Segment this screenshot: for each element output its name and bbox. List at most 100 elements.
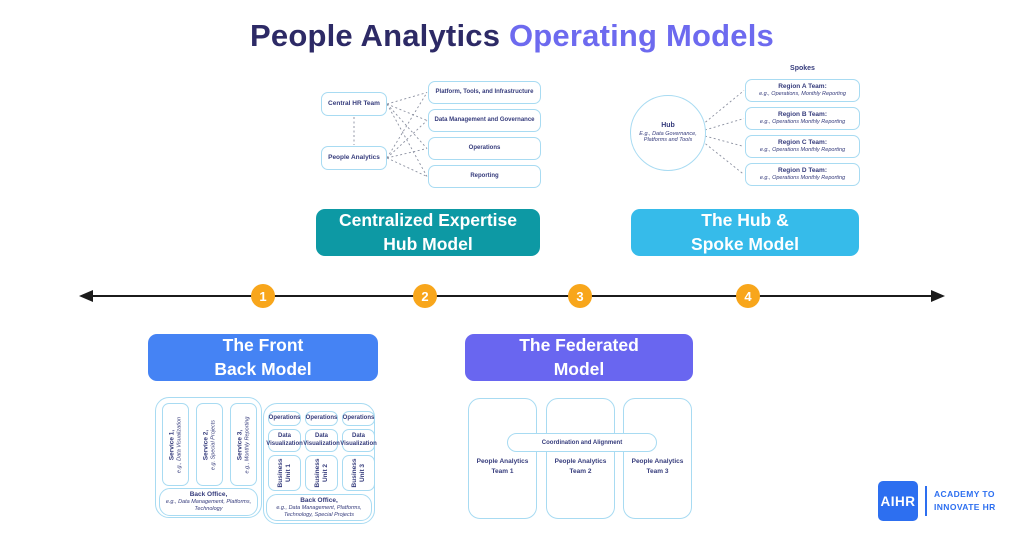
- coordination-alignment-pill: Coordination and Alignment: [507, 433, 657, 452]
- centralized-connector-lines: [353, 92, 428, 177]
- timeline-marker-1: 1: [251, 284, 275, 308]
- people-analytics-box: People Analytics: [321, 146, 387, 170]
- operations-box: Operations: [428, 137, 541, 160]
- hub-spoke-title-line1: The Hub &: [701, 210, 789, 231]
- timeline-axis: [91, 295, 933, 297]
- title-part-1: People Analytics: [250, 18, 509, 53]
- federated-title-line2: Model: [553, 358, 605, 379]
- operations-label: Operations: [468, 144, 501, 151]
- hub-spoke-connector-lines: [701, 90, 745, 175]
- reporting-box: Reporting: [428, 165, 541, 188]
- service-2-title: Service 2,: [202, 429, 209, 460]
- data-visualization-box-2: Data Visualization: [303, 429, 340, 452]
- service-1-box: Service 1, e.g., Data Visualization: [162, 403, 189, 486]
- front-back-title-line1: The Front: [222, 335, 304, 356]
- business-unit-2-label: Business Unit 2: [313, 458, 329, 488]
- operations-2-label: Operations: [305, 414, 338, 421]
- back-office-right-box: Back Office, e.g., Data Management, Plat…: [266, 494, 372, 521]
- business-unit-3-label: Business Unit 3: [350, 458, 366, 488]
- aihr-logo-mark: AIHR: [878, 481, 918, 521]
- hub-spoke-title-line2: Spoke Model: [691, 233, 799, 254]
- people-analytics-team-1-box: People Analytics Team 1: [468, 398, 537, 519]
- region-a-team-box: Region A Team: e.g., Operations, Monthly…: [745, 79, 860, 102]
- business-unit-2-box: Business Unit 2: [305, 455, 338, 491]
- hub-subtitle: E.g., Data Governance, Platforms and Too…: [639, 130, 697, 144]
- logo-divider: [925, 486, 927, 516]
- logo-tagline-line1: ACADEMY TO: [934, 488, 995, 499]
- back-office-left-title: Back Office,: [189, 491, 228, 499]
- hub-title: Hub: [661, 121, 675, 129]
- service-1-subtitle: e.g., Data Visualization: [176, 416, 183, 473]
- central-hr-team-label: Central HR Team: [328, 99, 380, 107]
- reporting-label: Reporting: [470, 172, 499, 179]
- operations-3-label: Operations: [342, 414, 375, 421]
- region-b-team-title: Region B Team:: [778, 111, 827, 118]
- data-visualization-1-label: Data Visualization: [266, 433, 303, 447]
- data-visualization-3-label: Data Visualization: [340, 433, 377, 447]
- region-b-team-box: Region B Team: e.g., Operations Monthly …: [745, 107, 860, 130]
- front-back-model-title: The Front Back Model: [148, 334, 378, 381]
- centralized-title-line1: Centralized Expertise: [339, 210, 517, 231]
- region-d-team-box: Region D Team: e.g., Operations Monthly …: [745, 163, 860, 186]
- page-title: People Analytics Operating Models: [0, 18, 1024, 54]
- data-visualization-2-label: Data Visualization: [303, 433, 340, 447]
- service-1-title: Service 1,: [168, 429, 175, 460]
- service-2-box: Service 2, e.g. Special Projects: [196, 403, 223, 486]
- timeline-marker-4: 4: [736, 284, 760, 308]
- data-visualization-box-1: Data Visualization: [266, 429, 303, 452]
- operations-box-1: Operations: [268, 411, 301, 426]
- spokes-heading: Spokes: [790, 65, 815, 72]
- logo-tagline-line2: INNOVATE HR: [934, 502, 996, 512]
- operations-box-2: Operations: [305, 411, 338, 426]
- timeline-marker-3: 3: [568, 284, 592, 308]
- business-unit-1-label: Business Unit 1: [276, 458, 292, 488]
- title-part-2: Operating Models: [508, 18, 774, 53]
- data-management-governance-label: Data Management and Governance: [434, 116, 535, 123]
- service-3-title: Service 3,: [236, 429, 243, 460]
- region-d-team-subtitle: e.g., Operations Monthly Reporting: [759, 175, 846, 182]
- team-3-line2: Team 3: [646, 467, 669, 475]
- region-b-team-subtitle: e.g., Operations Monthly Reporting: [759, 119, 846, 126]
- hub-and-spoke-model-title: The Hub & Spoke Model: [631, 209, 859, 256]
- hub-circle: Hub E.g., Data Governance, Platforms and…: [630, 95, 706, 171]
- team-2-line2: Team 2: [569, 467, 592, 475]
- timeline-right-arrowhead-icon: [931, 290, 945, 302]
- back-office-right-title: Back Office,: [300, 496, 338, 504]
- region-d-team-title: Region D Team:: [778, 167, 827, 174]
- region-a-team-subtitle: e.g., Operations, Monthly Reporting: [759, 91, 846, 98]
- federated-title-line1: The Federated: [519, 335, 639, 356]
- region-c-team-title: Region C Team:: [778, 139, 827, 146]
- timeline-left-arrowhead-icon: [79, 290, 93, 302]
- people-analytics-label: People Analytics: [328, 153, 380, 161]
- platform-tools-infrastructure-label: Platform, Tools, and Infrastructure: [435, 88, 534, 95]
- aihr-logo: AIHR ACADEMY TO INNOVATE HR: [878, 481, 996, 521]
- back-office-left-box: Back Office, e.g., Data Management, Plat…: [159, 488, 258, 516]
- region-a-team-title: Region A Team:: [778, 83, 827, 90]
- business-unit-1-box: Business Unit 1: [268, 455, 301, 491]
- centralized-expertise-hub-model-title: Centralized Expertise Hub Model: [316, 209, 540, 256]
- data-management-governance-box: Data Management and Governance: [428, 109, 541, 132]
- people-analytics-team-2-box: People Analytics Team 2: [546, 398, 615, 519]
- operations-1-label: Operations: [268, 414, 301, 421]
- operations-box-3: Operations: [342, 411, 375, 426]
- timeline-marker-2: 2: [413, 284, 437, 308]
- platform-tools-infrastructure-box: Platform, Tools, and Infrastructure: [428, 81, 541, 104]
- team-3-line1: People Analytics: [631, 458, 684, 465]
- team-1-line2: Team 1: [491, 467, 514, 475]
- service-2-subtitle: e.g. Special Projects: [210, 419, 217, 470]
- back-office-right-subtitle: e.g., Data Management, Platforms, Techno…: [276, 504, 362, 518]
- back-office-left-subtitle: e.g., Data Management, Platforms, Techno…: [165, 499, 252, 513]
- front-back-title-line2: Back Model: [214, 358, 312, 379]
- team-2-line1: People Analytics: [554, 458, 607, 465]
- central-hr-team-box: Central HR Team: [321, 92, 387, 116]
- region-c-team-subtitle: e.g., Operations Monthly Reporting: [759, 147, 846, 154]
- region-c-team-box: Region C Team: e.g., Operations Monthly …: [745, 135, 860, 158]
- centralized-title-line2: Hub Model: [383, 233, 473, 254]
- federated-model-title: The Federated Model: [465, 334, 693, 381]
- data-visualization-box-3: Data Visualization: [340, 429, 377, 452]
- people-analytics-team-3-box: People Analytics Team 3: [623, 398, 692, 519]
- service-3-subtitle: e.g., Monthly Reporting: [244, 416, 251, 473]
- team-1-line1: People Analytics: [476, 458, 529, 465]
- business-unit-3-box: Business Unit 3: [342, 455, 375, 491]
